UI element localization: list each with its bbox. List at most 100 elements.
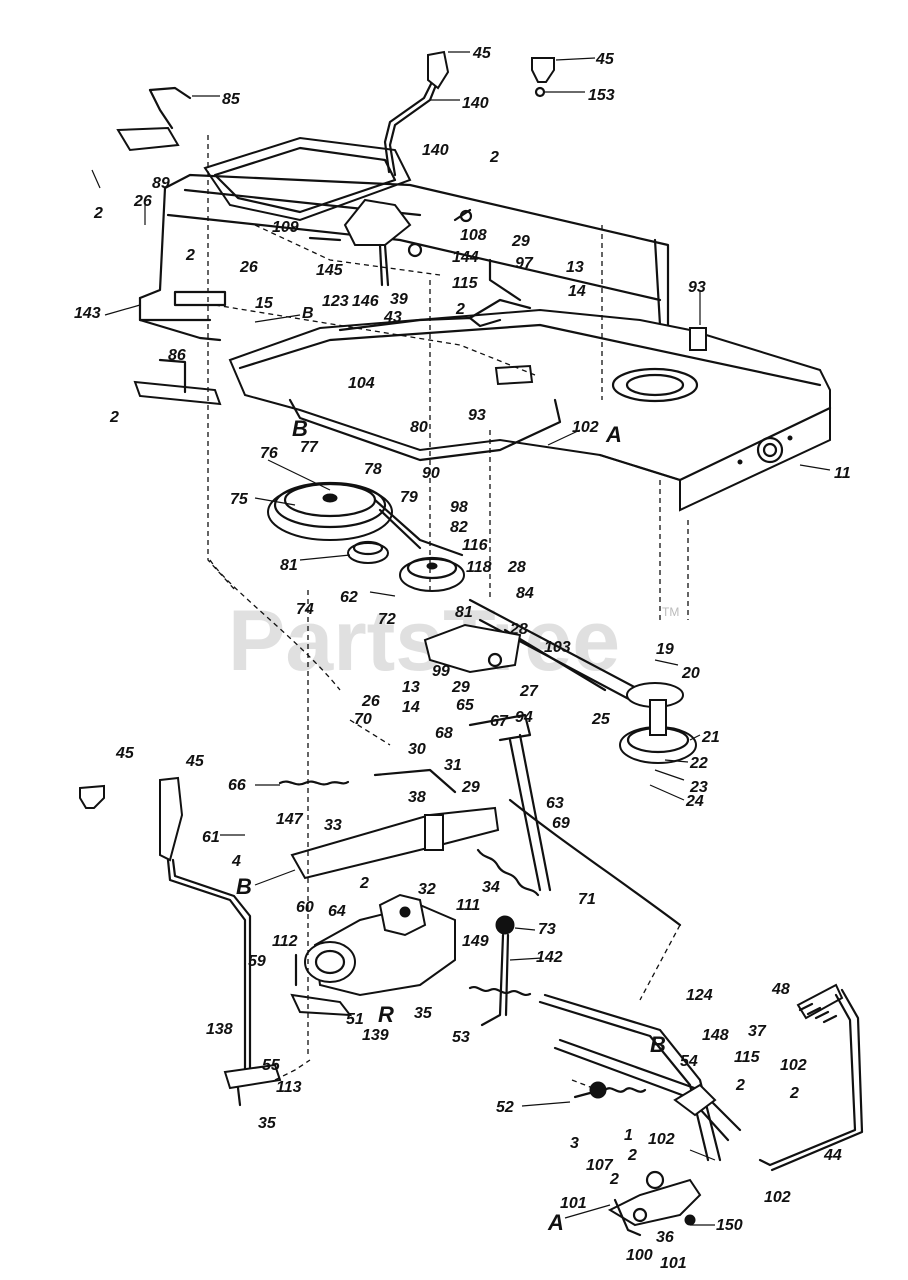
- callout-124: 124: [686, 987, 713, 1004]
- callout-109: 109: [272, 219, 299, 236]
- callout-81: 81: [455, 604, 473, 621]
- callout-98: 98: [450, 499, 468, 516]
- seat-cover-panel: [203, 136, 412, 222]
- callout-66: 66: [228, 777, 246, 794]
- callout-24: 24: [685, 793, 704, 810]
- spring-1: [603, 1087, 647, 1093]
- callout-35: 35: [258, 1115, 277, 1132]
- callout-52: 52: [496, 1099, 514, 1116]
- callout-69: 69: [552, 815, 570, 832]
- callout-39: 39: [390, 291, 408, 308]
- callout-2: 2: [627, 1147, 637, 1164]
- callout-B: B: [650, 1032, 666, 1057]
- callout-139: 139: [362, 1027, 389, 1044]
- callout-84: 84: [516, 585, 534, 602]
- callout-11: 11: [834, 465, 851, 482]
- pedal-bar: [553, 1038, 742, 1142]
- callout-107: 107: [586, 1157, 614, 1174]
- callout-67: 67: [490, 713, 509, 730]
- callout-71: 71: [578, 891, 596, 908]
- callout-118: 118: [466, 559, 492, 576]
- callout-26: 26: [239, 259, 258, 276]
- callout-2: 2: [609, 1171, 619, 1188]
- spring-66: [278, 780, 350, 786]
- callout-64: 64: [328, 903, 346, 920]
- callout-34: 34: [482, 879, 500, 896]
- switch-89: [116, 126, 180, 152]
- idler-pulley-74: [347, 540, 389, 564]
- shift-rod-140: [383, 50, 450, 177]
- watermark-text: PartsTree: [228, 593, 620, 689]
- callout-85: 85: [222, 91, 241, 108]
- callout-2: 2: [93, 205, 103, 222]
- callout-101: 101: [560, 1195, 587, 1212]
- callout-60: 60: [296, 899, 314, 916]
- callout-93: 93: [688, 279, 706, 296]
- callout-123: 123: [322, 293, 349, 310]
- callout-76: 76: [260, 445, 278, 462]
- callout-43: 43: [383, 309, 402, 326]
- callout-26: 26: [361, 693, 380, 710]
- bracket-93-center: [494, 364, 534, 386]
- callout-74: 74: [296, 601, 314, 618]
- callout-53: 53: [452, 1029, 470, 1046]
- callout-104: 104: [348, 375, 375, 392]
- bracket-84: [423, 623, 522, 674]
- callout-115: 115: [734, 1049, 761, 1066]
- watermark-tm: TM: [662, 605, 679, 619]
- callout-3: 3: [570, 1135, 579, 1152]
- callout-20: 20: [681, 665, 700, 682]
- callout-30: 30: [408, 741, 426, 758]
- bracket-93-right: [689, 327, 707, 351]
- callout-112: 112: [272, 933, 298, 950]
- callout-63: 63: [546, 795, 564, 812]
- callout-35: 35: [414, 1005, 433, 1022]
- callout-140: 140: [462, 95, 489, 112]
- lever-73: [480, 915, 515, 1027]
- callout-103: 103: [544, 639, 571, 656]
- bracket-138: [223, 1063, 282, 1107]
- callout-27: 27: [519, 683, 539, 700]
- callout-138: 138: [206, 1021, 233, 1038]
- callout-28: 28: [509, 621, 528, 638]
- transaxle: [290, 893, 456, 1017]
- callout-81: 81: [280, 557, 298, 574]
- callout-143: 143: [74, 305, 101, 322]
- callout-102: 102: [764, 1189, 791, 1206]
- callout-13: 13: [566, 259, 584, 276]
- callout-45: 45: [595, 51, 615, 68]
- callout-45: 45: [185, 753, 205, 770]
- callout-68: 68: [435, 725, 453, 742]
- callout-146: 146: [352, 293, 379, 310]
- callout-73: 73: [538, 921, 556, 938]
- callout-79: 79: [400, 489, 418, 506]
- callout-32: 32: [418, 881, 436, 898]
- callout-97: 97: [515, 255, 534, 272]
- bracket-67: [468, 713, 552, 892]
- callout-86: 86: [168, 347, 186, 364]
- callout-102: 102: [780, 1057, 807, 1074]
- callout-13: 13: [402, 679, 420, 696]
- callout-B: B: [236, 874, 252, 899]
- callout-2: 2: [185, 247, 195, 264]
- pedal-48-assembly: [758, 983, 864, 1172]
- bolt-52-knob-3: [573, 1081, 607, 1099]
- callout-14: 14: [568, 283, 586, 300]
- lever-30: [373, 768, 457, 794]
- callout-2: 2: [455, 301, 465, 318]
- callout-44: 44: [823, 1147, 842, 1164]
- bracket-86: [133, 358, 222, 406]
- bracket-33: [290, 806, 500, 880]
- callout-140: 140: [422, 142, 449, 159]
- callout-A: A: [547, 1210, 564, 1235]
- callout-80: 80: [410, 419, 428, 436]
- pulley-21: [619, 699, 697, 764]
- callout-55: 55: [262, 1057, 281, 1074]
- callout-51: 51: [346, 1011, 364, 1028]
- callout-37: 37: [748, 1023, 767, 1040]
- callout-62: 62: [340, 589, 358, 606]
- knob-45-top-right: [531, 57, 555, 98]
- belt-79: [373, 498, 464, 557]
- callout-R: R: [378, 1002, 394, 1027]
- callout-61: 61: [202, 829, 220, 846]
